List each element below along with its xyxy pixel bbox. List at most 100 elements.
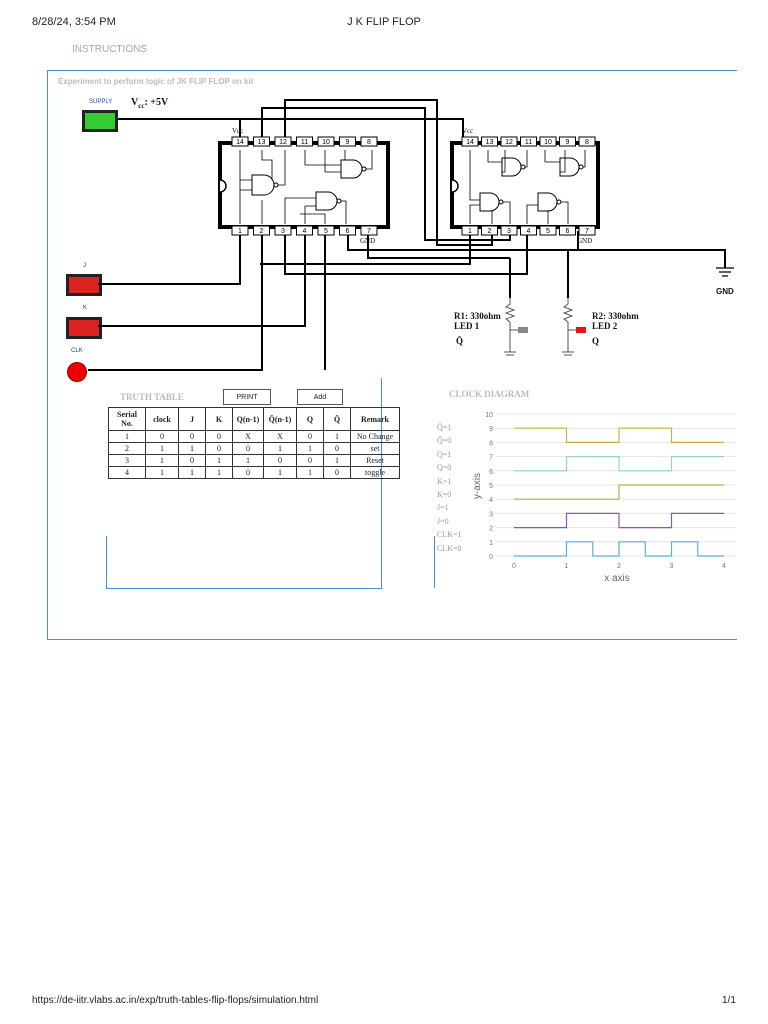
supply-switch[interactable] xyxy=(82,110,118,132)
signal-label: K=1 xyxy=(437,476,452,486)
truth-table-title: TRUTH TABLE xyxy=(120,392,184,402)
y-tick-label: 2 xyxy=(489,526,493,533)
ic-2-vcc-label: Vcc xyxy=(462,127,474,135)
table-cell: 1 xyxy=(178,466,206,479)
truth-table-header: J xyxy=(178,407,206,431)
table-cell: 1 xyxy=(145,442,179,455)
instructions-tab[interactable]: INSTRUCTIONS xyxy=(72,44,147,55)
x-tick-label: 0 xyxy=(512,563,516,570)
k-switch-label: K xyxy=(83,305,88,311)
table-cell: 3 xyxy=(108,454,146,467)
signal-label: Q̄=0 xyxy=(437,436,452,446)
signal-label: Q̄=1 xyxy=(437,423,452,432)
signal-label: J=1 xyxy=(437,503,449,513)
signal-label: Q=0 xyxy=(437,463,452,473)
clk-button[interactable] xyxy=(67,362,87,382)
truth-table-header: Serial No. xyxy=(108,407,146,431)
table-cell: 0 xyxy=(178,430,206,443)
table-cell: 0 xyxy=(323,442,351,455)
clock-diagram-divider xyxy=(434,536,435,588)
simulation-panel xyxy=(47,70,737,640)
y-tick-label: 9 xyxy=(489,426,493,433)
signal-waveform xyxy=(514,512,724,529)
truth-table-header: Q̄ xyxy=(323,407,351,431)
y-tick-label: 4 xyxy=(489,497,493,504)
table-cell: 0 xyxy=(205,430,233,443)
qbar-output-label: Q̄ xyxy=(456,336,464,346)
truth-table-header: Q xyxy=(296,407,324,431)
led1-label: LED 1 xyxy=(454,321,480,331)
clk-switch-label: CLK xyxy=(71,348,83,354)
table-cell: 0 xyxy=(296,454,324,467)
signal-label: CLK=0 xyxy=(437,543,462,553)
truth-table-header: clock xyxy=(145,407,179,431)
truth-table-header: Remark xyxy=(350,407,400,431)
signal-waveform xyxy=(514,427,724,444)
table-cell: 1 xyxy=(296,466,324,479)
table-cell: 1 xyxy=(323,430,351,443)
r1-label: R1: 330ohm xyxy=(454,311,501,321)
truth-table-header: Q̄(n-1) xyxy=(263,407,297,431)
y-tick-label: 8 xyxy=(489,440,493,447)
table-cell: 0 xyxy=(232,466,264,479)
table-cell: Reset xyxy=(350,454,400,467)
y-tick-label: 5 xyxy=(489,483,493,490)
table-cell: 1 xyxy=(323,454,351,467)
y-tick-label: 10 xyxy=(485,412,493,419)
signal-label: CLK=1 xyxy=(437,530,462,540)
table-cell: toggle xyxy=(350,466,400,479)
x-tick-label: 2 xyxy=(617,563,621,570)
print-title: J K FLIP FLOP xyxy=(347,16,421,28)
table-cell: 0 xyxy=(178,454,206,467)
ground-label: GND xyxy=(716,287,734,296)
experiment-title: Experiment to perform logic of JK FLIP F… xyxy=(58,77,254,86)
print-page-number: 1/1 xyxy=(722,995,736,1006)
table-cell: 2 xyxy=(108,442,146,455)
led2-label: LED 2 xyxy=(592,321,618,331)
table-cell: No Change xyxy=(350,430,400,443)
table-cell: 1 xyxy=(205,454,233,467)
add-button[interactable]: Add xyxy=(297,389,343,405)
table-cell: 4 xyxy=(108,466,146,479)
y-tick-label: 1 xyxy=(489,540,493,547)
table-cell: 0 xyxy=(296,430,324,443)
k-switch[interactable] xyxy=(66,317,102,339)
table-cell: set xyxy=(350,442,400,455)
clock-diagram-title: CLOCK DIAGRAM xyxy=(449,389,530,399)
y-tick-label: 0 xyxy=(489,554,493,561)
signal-waveform xyxy=(514,484,724,500)
table-cell: 1 xyxy=(263,466,297,479)
truth-table-panel xyxy=(106,378,382,589)
ic-1-gnd-label: GND xyxy=(360,237,376,245)
table-cell: 1 xyxy=(108,430,146,443)
ic-2-gnd-label: GND xyxy=(577,237,593,245)
table-cell: 1 xyxy=(145,454,179,467)
r2-label: R2: 330ohm xyxy=(592,311,639,321)
x-tick-label: 3 xyxy=(670,563,674,570)
print-button[interactable]: PRINT xyxy=(223,389,271,405)
k-indicator xyxy=(69,320,99,336)
table-cell: 0 xyxy=(145,430,179,443)
table-cell: 1 xyxy=(232,454,264,467)
truth-table-divider xyxy=(106,536,107,589)
table-cell: X xyxy=(232,430,264,443)
truth-table-header: Q(n-1) xyxy=(232,407,264,431)
y-axis-label: y-axis xyxy=(472,473,483,499)
vcc-label: Vcc: +5V xyxy=(131,97,169,110)
signal-label: Q=1 xyxy=(437,449,452,459)
q-output-label: Q xyxy=(592,336,600,346)
table-cell: 1 xyxy=(178,442,206,455)
j-switch[interactable] xyxy=(66,274,102,296)
table-cell: 0 xyxy=(263,454,297,467)
y-tick-label: 7 xyxy=(489,455,493,462)
table-cell: 1 xyxy=(296,442,324,455)
table-cell: 1 xyxy=(263,442,297,455)
y-tick-label: 3 xyxy=(489,511,493,518)
supply-indicator xyxy=(85,113,115,129)
j-switch-label: J xyxy=(83,263,86,269)
